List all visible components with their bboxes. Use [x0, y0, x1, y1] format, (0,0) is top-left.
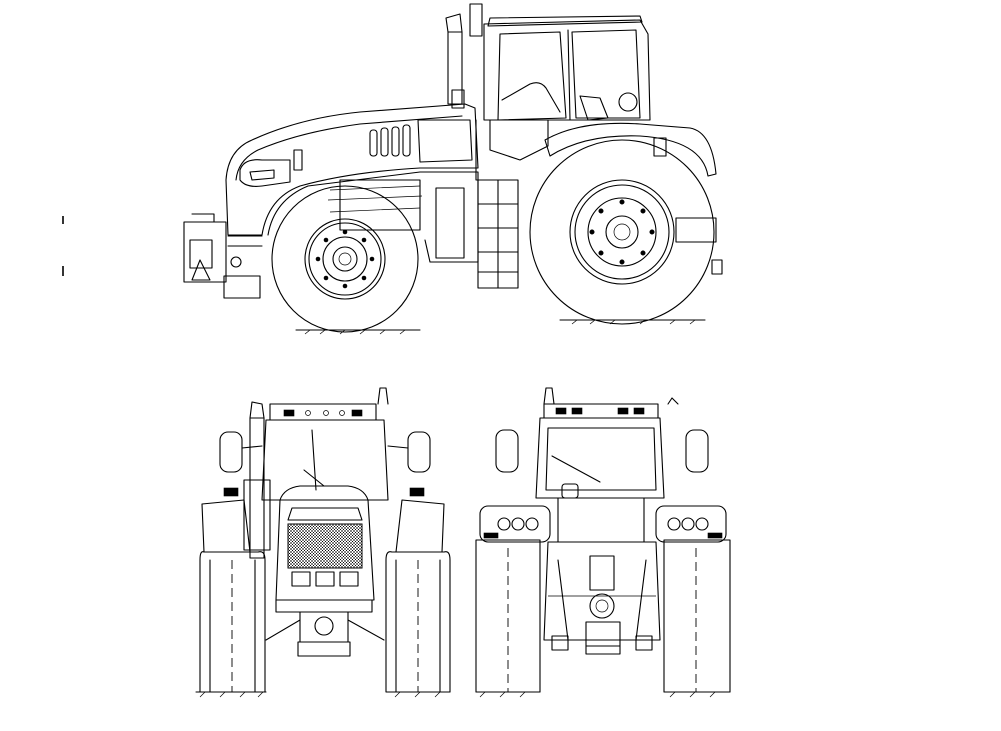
- rear-wheel: [529, 139, 715, 325]
- front-mirrors: [219, 431, 431, 473]
- rear-mirrors: [495, 429, 709, 473]
- engine-block: [267, 171, 479, 263]
- front-wheel: [271, 185, 419, 333]
- rear-light-left: [479, 505, 551, 543]
- front-fenders: [201, 487, 445, 553]
- rear-right-tire: [663, 539, 731, 693]
- front-view: [195, 387, 451, 698]
- front-cab: [261, 387, 389, 501]
- front-right-tire: [385, 551, 451, 693]
- exhaust-pipe: [445, 13, 465, 109]
- hood: [225, 103, 479, 236]
- front-grille: [275, 485, 375, 601]
- front-hitch: [183, 213, 263, 299]
- rear-left-tire: [475, 539, 541, 693]
- rear-fender: [544, 122, 723, 275]
- front-ground: [195, 691, 451, 698]
- cab: [469, 3, 651, 181]
- rear-light-right: [655, 505, 727, 543]
- rear-linkage: [543, 483, 661, 655]
- front-exhaust: [243, 401, 271, 559]
- ground-line: [295, 319, 706, 335]
- front-left-tire: [199, 551, 266, 693]
- rear-view: [475, 387, 731, 698]
- side-view: [62, 3, 723, 335]
- front-axle-hitch: [265, 599, 385, 657]
- rear-cab: [535, 387, 679, 499]
- rear-ground: [475, 691, 731, 698]
- cab-steps: [477, 179, 519, 289]
